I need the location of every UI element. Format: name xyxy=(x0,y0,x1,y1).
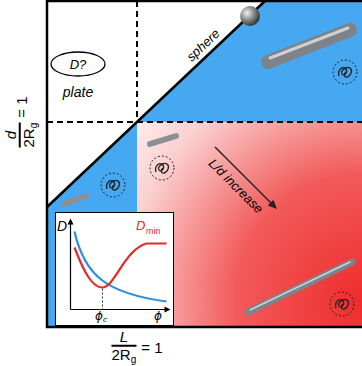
region-label: sphere xyxy=(184,27,222,64)
equation: = 1 xyxy=(141,340,162,356)
variable: 2R xyxy=(19,128,36,147)
coil-path xyxy=(107,181,120,191)
polymer-coil-icon xyxy=(333,60,357,84)
coil-circle xyxy=(330,292,354,316)
rod-particle xyxy=(64,196,86,204)
rod-highlight xyxy=(250,262,350,310)
inset-ground xyxy=(55,212,174,326)
plate-ellipse: D? xyxy=(50,51,106,77)
subscript: g xyxy=(131,353,137,364)
inset-axis xyxy=(70,224,71,310)
rod-highlight xyxy=(270,28,348,58)
tick-label: ϕ xyxy=(95,310,103,322)
plate-symbol: D? xyxy=(70,58,87,71)
dashed-boundary xyxy=(136,1,138,122)
coil-path xyxy=(339,68,352,78)
polymer-coil-icon xyxy=(330,292,354,316)
denominator: 2Rg xyxy=(111,346,136,366)
arrow-head xyxy=(268,200,277,209)
equation: = 1 xyxy=(14,96,30,117)
ellipse-shape xyxy=(51,52,105,76)
denominator: 2Rg xyxy=(20,123,41,148)
red-curve xyxy=(75,244,167,288)
frame-border xyxy=(47,1,362,327)
dashed-boundary xyxy=(47,121,362,123)
region-label: plate xyxy=(63,85,93,99)
axis-label: L2Rg = 1 xyxy=(111,329,162,366)
coil-path xyxy=(156,164,169,174)
trend-label: L/d increase xyxy=(206,156,265,215)
inset-axis xyxy=(71,309,166,310)
subscript: c xyxy=(103,316,107,324)
numerator: d xyxy=(3,131,19,139)
rod-particle xyxy=(268,30,350,62)
polymer-coil-icon xyxy=(101,173,125,197)
axis-arrow-head xyxy=(165,307,171,313)
numerator: L xyxy=(120,329,128,345)
coil-circle xyxy=(101,173,125,197)
variable: L xyxy=(120,328,128,345)
blue-curve xyxy=(75,232,167,302)
coil-circle xyxy=(333,60,357,84)
critical-marker xyxy=(102,289,103,310)
rod-particle xyxy=(248,262,352,312)
sphere-particle xyxy=(240,6,260,26)
subscript: g xyxy=(27,123,38,129)
coil-path xyxy=(336,300,349,310)
variable: 2R xyxy=(111,345,130,362)
axis-label: ϕ xyxy=(154,310,162,322)
curve-label: D xyxy=(136,219,145,232)
polymer-coil-icon xyxy=(150,156,174,180)
axis-label: D xyxy=(57,219,67,233)
rod-particle xyxy=(150,136,176,144)
inset-plot xyxy=(55,212,174,326)
blue-region xyxy=(137,1,362,122)
coil-circle xyxy=(150,156,174,180)
fraction: d2Rg xyxy=(3,123,42,148)
axis-arrow-head xyxy=(68,219,74,225)
inset-panel: DDminϕϕc xyxy=(55,212,174,326)
frame-ground xyxy=(47,1,362,327)
axis-label: d2Rg = 1 xyxy=(3,96,42,147)
fraction: L2Rg xyxy=(111,329,136,366)
subscript: min xyxy=(146,227,161,236)
variable: d xyxy=(2,131,19,139)
